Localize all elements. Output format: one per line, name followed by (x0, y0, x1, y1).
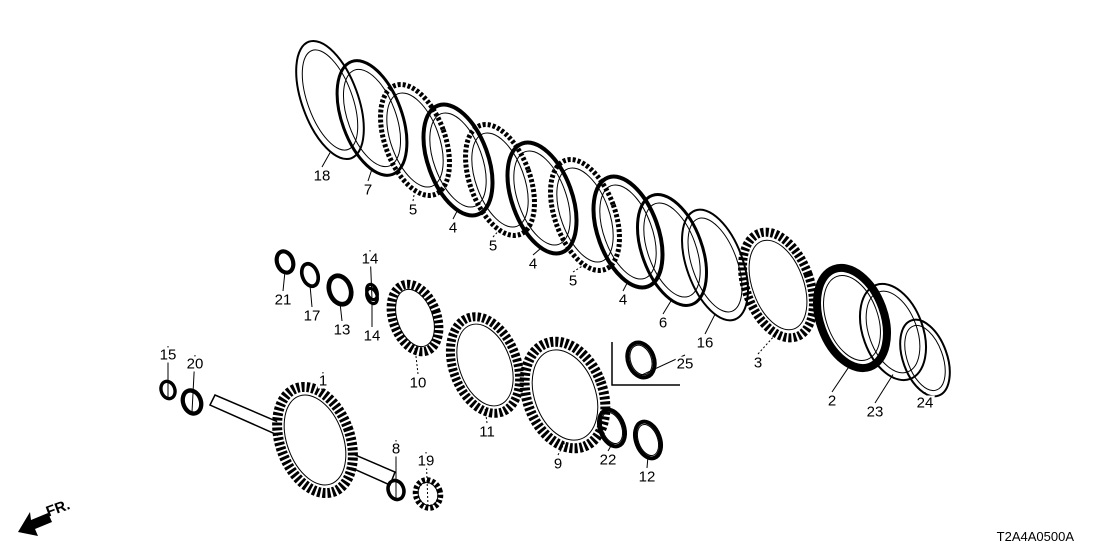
callout-15: 15 (158, 346, 178, 364)
part-5 (463, 122, 537, 238)
part-25-frame (611, 342, 680, 386)
callout-1: 1 (317, 372, 329, 390)
callout-8: 8 (390, 440, 402, 458)
part-24-inner (904, 324, 946, 392)
part-21-inner (277, 252, 293, 272)
part-5-inner (386, 92, 444, 188)
callout-21: 21 (273, 291, 293, 309)
callout-23: 23 (865, 403, 885, 421)
part-12 (632, 419, 664, 461)
part-5-inner (556, 167, 614, 263)
leader-line (321, 152, 331, 168)
part-20-inner (183, 391, 201, 413)
leader-line (662, 299, 673, 315)
callout-4: 4 (447, 219, 459, 237)
part-4 (421, 102, 495, 218)
part-11-inner (456, 323, 514, 407)
part-2 (813, 263, 891, 373)
callout-6: 6 (657, 314, 669, 332)
part-3-inner (748, 239, 808, 331)
part-25-inner (629, 344, 653, 376)
callout-4: 4 (617, 291, 629, 309)
part-4-inner (599, 184, 657, 280)
part-18-inner (301, 49, 359, 151)
part-17-inner (302, 264, 318, 286)
callout-7: 7 (362, 181, 374, 199)
part-1-inner (283, 394, 347, 486)
part-3 (738, 227, 818, 343)
part-7 (335, 59, 409, 177)
part-8-inner (388, 481, 404, 499)
callout-12: 12 (637, 468, 657, 486)
callout-14: 14 (362, 327, 382, 345)
part-8 (386, 478, 406, 502)
part-10 (386, 279, 444, 357)
callout-14: 14 (360, 250, 380, 268)
callout-20: 20 (185, 355, 205, 373)
callout-5: 5 (567, 272, 579, 290)
callout-4: 4 (527, 255, 539, 273)
part-24 (899, 318, 951, 398)
part-12-inner (636, 423, 660, 457)
leader-line (572, 263, 586, 273)
part-21 (274, 249, 296, 275)
part-13 (326, 273, 354, 307)
part-6 (636, 193, 708, 307)
part-14-inner (367, 288, 377, 304)
part-9 (519, 336, 611, 454)
leader-line (874, 374, 894, 404)
callout-2: 2 (826, 392, 838, 410)
part-20 (180, 388, 204, 416)
part-14 (365, 286, 379, 306)
part-15 (159, 379, 177, 401)
leader-line (282, 271, 286, 292)
part-13-inner (330, 277, 350, 303)
diagram-code: T2A4A0500A (996, 529, 1074, 544)
leader-line (557, 441, 566, 456)
callout-24: 24 (915, 394, 935, 412)
part-15-inner (161, 382, 175, 398)
part-5 (548, 157, 622, 273)
part-1 (272, 381, 358, 499)
part-6-inner (643, 202, 701, 298)
callout-10: 10 (408, 374, 428, 392)
leader-line (704, 314, 716, 335)
part-16-inner (687, 217, 743, 313)
part-4 (505, 140, 579, 256)
part-10-inner (395, 288, 435, 348)
part-2-inner (823, 275, 881, 361)
callout-17: 17 (302, 307, 322, 325)
part-19-inner (417, 481, 439, 507)
part-17 (299, 261, 321, 289)
front-arrow-icon (18, 512, 52, 536)
part-7-inner (342, 68, 402, 168)
part-5 (378, 82, 452, 198)
part-4 (591, 174, 665, 290)
callout-3: 3 (752, 354, 764, 372)
part-19 (412, 477, 444, 511)
callout-11: 11 (478, 423, 496, 441)
callout-22: 22 (598, 451, 618, 469)
part-9-inner (531, 349, 599, 441)
part-5-inner (471, 132, 529, 228)
part-16 (681, 208, 749, 322)
part-4-inner (429, 112, 487, 208)
part-25 (625, 340, 657, 380)
part-18 (295, 39, 365, 161)
callout-25: 25 (675, 355, 695, 373)
callout-5: 5 (407, 201, 419, 219)
callout-18: 18 (312, 167, 332, 185)
callout-13: 13 (332, 321, 352, 339)
leader-line (309, 285, 313, 308)
callout-19: 19 (416, 452, 436, 470)
part-11 (445, 312, 525, 418)
leader-line (414, 347, 419, 375)
callout-9: 9 (552, 455, 564, 473)
callout-5: 5 (487, 237, 499, 255)
callout-16: 16 (695, 334, 715, 352)
part-4-inner (513, 150, 571, 246)
